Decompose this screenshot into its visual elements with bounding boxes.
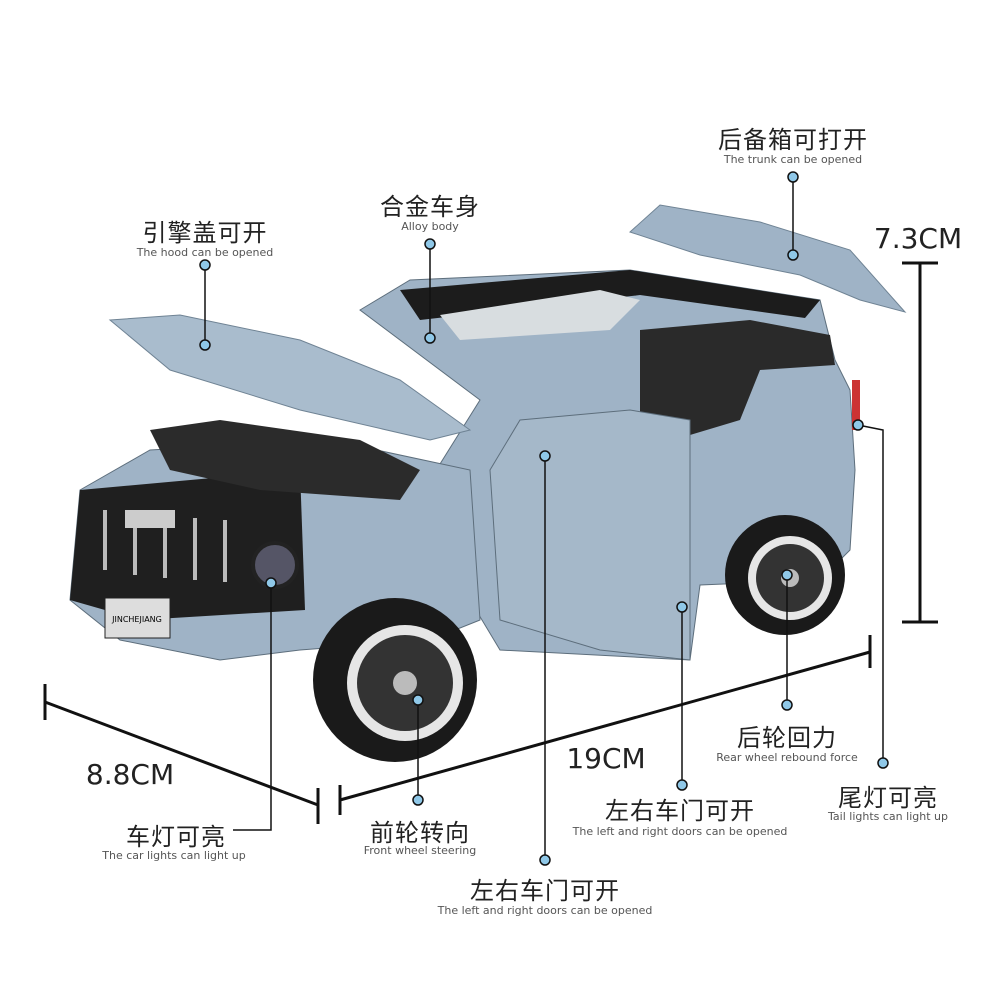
front-wheel-label: 前轮转向 [370,819,470,847]
grille-area [70,470,305,620]
sunroof [440,290,640,340]
hood-label: 引擎盖可开 [142,219,268,247]
hood-label-en: The hood can be opened [136,246,274,259]
trunk-label: 后备箱可打开 [718,126,868,154]
front-wheel-label-en: Front wheel steering [363,844,477,857]
engine-bay [150,420,420,500]
grille-badge [125,510,175,528]
tail-lights-label: 尾灯可亮 [838,784,938,812]
car-lights-label-en: The car lights can light up [102,849,246,862]
plate-text: JINCHEJIANG [111,615,162,624]
tail-light [852,380,860,430]
dimension-lines [43,261,938,824]
rear-wheel-label-en: Rear wheel rebound force [716,751,858,764]
trunk-lid [629,204,907,313]
doors-center-label: 左右车门可开 [470,877,620,905]
tail-lights-label-en: Tail lights can light up [828,810,948,823]
trunk-label-en: The trunk can be opened [723,153,863,166]
doors-right-label-en: The left and right doors can be opened [572,825,788,838]
width-dimension: 8.8CM [85,758,175,791]
length-dimension: 19CM [566,742,646,775]
callout-lines [204,177,884,860]
doors-center-label-en: The left and right doors can be opened [437,904,653,917]
height-dimension: 7.3CM [873,222,963,255]
open-door [489,409,691,661]
side-windows [640,320,835,450]
body-label-en: Alloy body [401,220,459,233]
rear-wheel-label: 后轮回力 [737,724,837,752]
car-lights-label: 车灯可亮 [126,823,226,851]
doors-right-label: 左右车门可开 [605,797,755,825]
body-label: 合金车身 [380,193,480,221]
callout-dots [199,171,889,866]
license-plate [104,597,171,639]
